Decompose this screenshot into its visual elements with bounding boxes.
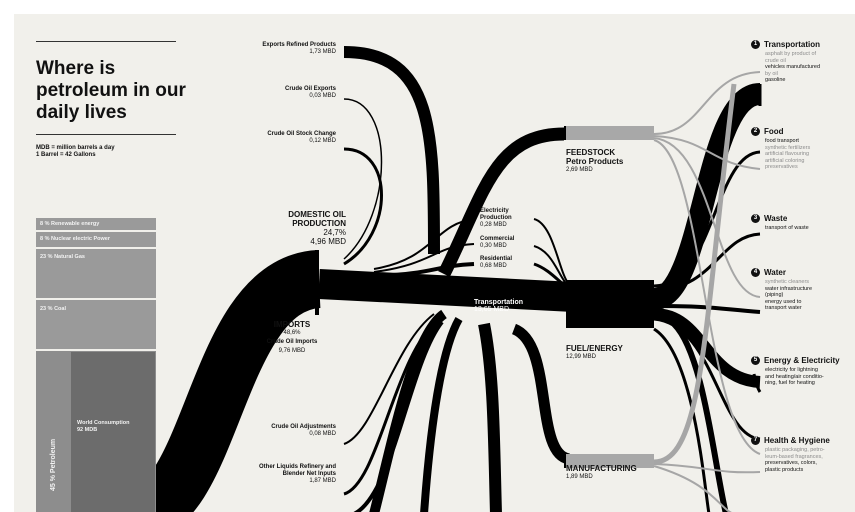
flow-feedstock-grey-4	[653, 139, 761, 455]
flow-exports-refined	[343, 46, 440, 255]
badge-5: 5	[751, 356, 760, 366]
flow-petroleum-main	[130, 250, 324, 512]
infographic-poster: Where is petroleum in our daily lives MD…	[14, 14, 855, 512]
flow-manufacturing-grey-2	[653, 463, 761, 474]
badge-1: 1	[751, 40, 760, 50]
segment-natural-gas: 23 % Natural Gas	[36, 249, 156, 298]
title-rule-top	[36, 41, 176, 42]
legend-barrel: 1 Barrel = 42 Gallons	[36, 152, 96, 158]
flow-feedstock-grey-3	[653, 137, 761, 298]
petroleum-label: 45 % Petroleum	[50, 438, 57, 491]
flow-stock-change	[343, 147, 383, 266]
label-imports: IMPORTS 48,6% Crude Oil Imports 9,76 MBD	[266, 320, 318, 354]
flow-imports-d	[343, 313, 435, 445]
fuel-energy-bar	[566, 280, 654, 328]
flow-residential	[373, 262, 475, 278]
segment-renewable: 8 % Renewable energy	[36, 218, 156, 230]
manufacturing-bar-black	[564, 454, 566, 468]
flow-imports-f	[353, 320, 444, 512]
flow-out-water	[653, 304, 761, 314]
flow-out-bottom-b	[653, 327, 711, 512]
legend-note: MDB = million barrels a day 1 Barrel = 4…	[36, 145, 115, 159]
badge-4: 4	[751, 268, 760, 278]
segment-nuclear: 8 % Nuclear electric Power	[36, 232, 156, 247]
flow-manufacturing	[511, 323, 571, 465]
flow-imports-e	[343, 317, 440, 496]
flow-sector-merge	[533, 218, 570, 285]
feedstock-bar-black	[564, 126, 566, 140]
world-consumption-box: World Consumption 92 MDB	[71, 352, 155, 512]
segment-coal: 23 % Coal	[36, 300, 156, 349]
manufacturing-bar	[566, 454, 654, 468]
flow-feedstock-grey	[653, 71, 761, 135]
flow-feedstock-grey-2	[653, 135, 761, 170]
flow-commercial	[373, 243, 475, 273]
flow-main-trunk	[318, 269, 575, 312]
flow-crude-exports	[343, 98, 383, 260]
flow-out-bottom-a	[671, 321, 729, 512]
legend-mbd: MDB = million barrels a day	[36, 145, 115, 151]
domestic-junction-bar	[315, 250, 319, 315]
feedstock-bar	[566, 126, 654, 140]
flow-imports-b	[420, 317, 463, 512]
world-consumption-label: World Consumption 92 MDB	[77, 420, 130, 433]
badge-7: 7	[751, 436, 760, 446]
flow-electricity	[373, 218, 475, 270]
title-rule-bottom	[36, 134, 176, 135]
badge-3: 3	[751, 214, 760, 224]
flow-manufacturing-grey	[653, 83, 737, 465]
hub-energy	[752, 373, 762, 393]
flow-diagram	[130, 46, 763, 512]
page-title: Where is petroleum in our daily lives	[36, 58, 186, 123]
flow-imports-c	[478, 322, 502, 512]
badge-2: 2	[751, 127, 760, 137]
label-other-liquids: Other Liquids Refinery and Blender Net I…	[258, 464, 336, 484]
